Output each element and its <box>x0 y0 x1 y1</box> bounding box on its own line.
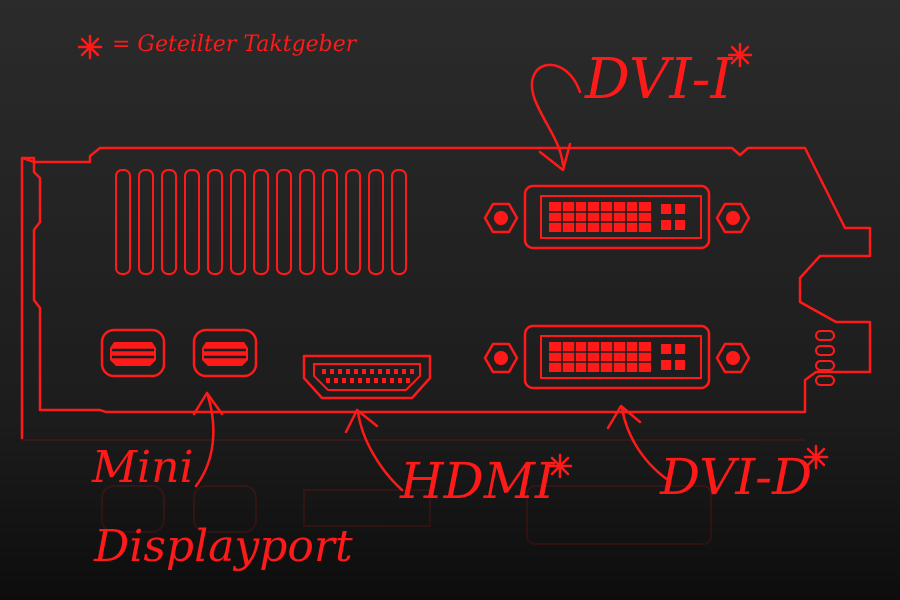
floor-reflection <box>22 439 805 545</box>
dvi-i-port <box>523 184 711 250</box>
legend-text: = Geteilter Taktgeber <box>112 32 357 57</box>
hdmi-asterisk-icon <box>547 453 573 479</box>
mini-displayport-1 <box>100 328 166 378</box>
label-mini-displayport-line2: Displayport <box>94 521 353 572</box>
mini-displayport-arrowhead <box>192 391 224 416</box>
hdmi-port <box>302 354 432 400</box>
label-mini-displayport-line1: Mini <box>92 442 194 493</box>
dvi-i-asterisk-icon <box>727 42 753 68</box>
dvi-d-port <box>523 324 711 390</box>
dvi-d-arrow <box>620 406 670 482</box>
dvi-d-arrowhead <box>606 404 642 430</box>
dvi-i-screw-left <box>483 202 519 234</box>
label-dvi-d: DVI-D <box>660 448 813 506</box>
dvi-d-screw-left <box>483 342 519 374</box>
dvi-d-screw-right <box>715 342 751 374</box>
status-leds <box>815 330 835 386</box>
vent-slots <box>115 169 407 275</box>
dvi-i-arrowhead <box>538 142 572 172</box>
hdmi-arrow <box>356 410 404 492</box>
dvi-i-arrow <box>530 63 582 167</box>
bracket-outline <box>20 146 872 440</box>
hdmi-arrowhead <box>344 408 379 434</box>
label-dvi-i: DVI-I <box>585 47 733 112</box>
dvi-d-asterisk-icon <box>803 444 829 470</box>
label-hdmi: HDMI <box>400 452 555 510</box>
asterisk-icon <box>77 34 103 60</box>
dvi-i-screw-right <box>715 202 751 234</box>
mini-displayport-2 <box>192 328 258 378</box>
mini-displayport-arrow <box>194 394 215 488</box>
